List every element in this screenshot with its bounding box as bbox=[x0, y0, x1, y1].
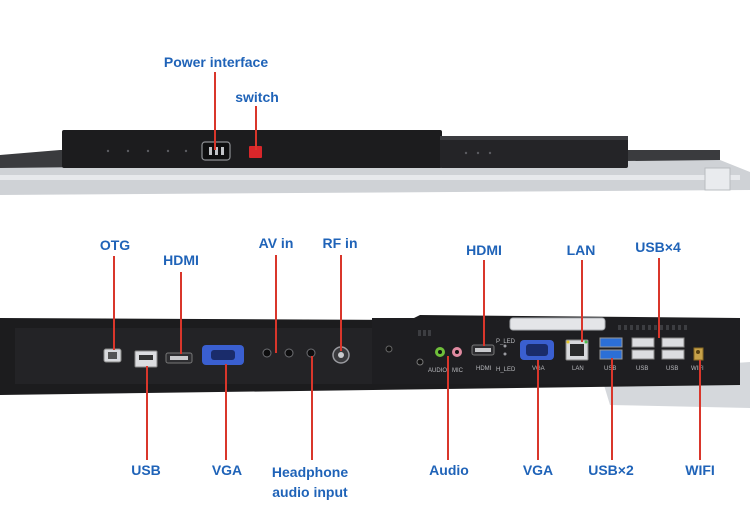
top-vent-dots bbox=[106, 149, 492, 155]
top-frame-corner bbox=[704, 167, 731, 191]
usb-port-left-inner bbox=[139, 355, 153, 360]
usb2-port-4 bbox=[661, 349, 685, 360]
silk-wifi: WIFI bbox=[691, 366, 704, 372]
label-vga-right: VGA bbox=[522, 462, 554, 478]
wifi-antenna-connector bbox=[693, 347, 704, 361]
silk-hdmi: HDMI bbox=[476, 366, 492, 372]
leader-audio bbox=[447, 356, 449, 460]
silk-usb-2: USB bbox=[636, 366, 648, 372]
label-rf-in: RF in bbox=[322, 235, 358, 251]
power-pin-3 bbox=[221, 147, 224, 155]
leader-otg bbox=[113, 256, 115, 350]
reset-hole bbox=[385, 345, 393, 353]
leader-hdmi-left bbox=[180, 272, 182, 354]
rf-connector-pin bbox=[338, 352, 344, 358]
leader-lan bbox=[581, 260, 583, 342]
leader-headphone bbox=[311, 356, 313, 460]
leader-av-in bbox=[275, 255, 277, 353]
leader-switch bbox=[255, 106, 257, 150]
label-vga-left: VGA bbox=[211, 462, 243, 478]
top-side-module-edge bbox=[440, 136, 628, 140]
leader-vga-right bbox=[537, 360, 539, 460]
bottom-device bbox=[0, 315, 750, 408]
leader-hdmi-right bbox=[483, 260, 485, 346]
lan-led-2 bbox=[584, 340, 588, 344]
usb2-port-2 bbox=[631, 349, 655, 360]
label-hdmi-left: HDMI bbox=[163, 252, 199, 268]
leader-power-interface bbox=[214, 72, 216, 150]
label-usb: USB bbox=[131, 462, 161, 478]
leader-rf-in bbox=[340, 255, 342, 351]
usb3-port-1 bbox=[599, 337, 623, 348]
silk-usb-3: USB bbox=[666, 366, 678, 372]
lan-port-inner bbox=[570, 344, 584, 356]
p-led bbox=[503, 344, 507, 348]
label-usb-x2: USB×2 bbox=[588, 462, 634, 478]
top-frame-highlight bbox=[0, 175, 740, 180]
power-pin-1 bbox=[209, 147, 212, 155]
top-side-module bbox=[440, 136, 628, 168]
otg-port-inner bbox=[108, 352, 117, 359]
label-headphone-line2: audio input bbox=[272, 484, 348, 500]
silk-usb-1: USB bbox=[604, 366, 616, 372]
label-switch: switch bbox=[235, 89, 279, 105]
leader-vga-left bbox=[225, 364, 227, 460]
av-jack-1 bbox=[262, 348, 272, 358]
vga-port-right-inner bbox=[526, 344, 548, 356]
label-headphone-line1: Headphone bbox=[271, 464, 349, 480]
label-otg: OTG bbox=[99, 237, 131, 253]
label-av-in: AV in bbox=[258, 235, 294, 251]
lan-led-1 bbox=[566, 340, 570, 344]
label-hdmi-right: HDMI bbox=[466, 242, 502, 258]
mic-jack-hole bbox=[455, 350, 459, 354]
audio-jack-hole bbox=[438, 350, 442, 354]
label-lan: LAN bbox=[566, 242, 596, 258]
top-device bbox=[0, 130, 750, 195]
leader-wifi bbox=[699, 360, 701, 460]
power-pin-2 bbox=[215, 147, 218, 155]
vga-port-left-inner bbox=[211, 350, 235, 360]
leader-usb-x4 bbox=[658, 258, 660, 338]
top-connector bbox=[509, 317, 606, 331]
usb2-port-3 bbox=[661, 337, 685, 348]
leader-usb bbox=[146, 366, 148, 460]
leader-usb-x2 bbox=[611, 358, 613, 460]
silk-p-led: P_LED bbox=[496, 339, 516, 345]
hdmi-port-right-pins bbox=[475, 348, 491, 352]
label-audio: Audio bbox=[429, 462, 469, 478]
label-usb-x4: USB×4 bbox=[635, 239, 681, 255]
h-led bbox=[503, 352, 507, 356]
silk-audio: AUDIO bbox=[428, 368, 447, 374]
label-wifi: WIFI bbox=[685, 462, 715, 478]
usb2-port-1 bbox=[631, 337, 655, 348]
silk-h-led: H_LED bbox=[496, 367, 516, 373]
silk-lan: LAN bbox=[572, 366, 584, 372]
wifi-antenna-pin bbox=[696, 350, 700, 354]
silk-mic: MIC bbox=[452, 368, 464, 374]
hdmi-port-left-pins bbox=[170, 356, 188, 360]
label-power-interface: Power interface bbox=[163, 54, 269, 70]
power-switch bbox=[249, 146, 262, 158]
label-headphone: Headphone audio input bbox=[272, 462, 348, 502]
power-button bbox=[416, 358, 424, 366]
vent-holes bbox=[418, 325, 687, 336]
av-jack-2 bbox=[284, 348, 294, 358]
